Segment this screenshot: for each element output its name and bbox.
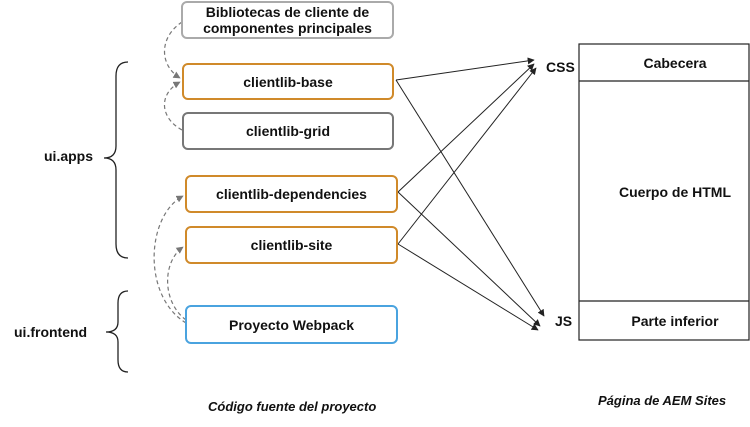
- source-code-caption: Código fuente del proyecto: [208, 399, 377, 414]
- webpack-project-label: Proyecto Webpack: [228, 316, 354, 333]
- brace-ui-apps: [103, 61, 129, 259]
- webpack-project-box: Proyecto Webpack: [185, 305, 398, 344]
- aem-sites-caption: Página de AEM Sites: [598, 393, 727, 408]
- clientlib-dependencies-label: clientlib-dependencies: [216, 186, 367, 202]
- arrow-base-to-css: [395, 57, 535, 81]
- component-libraries-label: Bibliotecas de cliente de componentes pr…: [203, 4, 372, 36]
- arrow-site-to-css: [397, 67, 537, 245]
- dep-arrow-grid-to-base: [163, 81, 183, 131]
- dep-arrow-components-to-base: [164, 21, 183, 79]
- dep-arrow-webpack-to-dependencies: [153, 195, 187, 324]
- clientlib-grid-box: clientlib-grid: [182, 112, 394, 150]
- aem-page-outline: [578, 43, 750, 341]
- arrow-base-to-js: [395, 79, 545, 317]
- arrow-dependencies-to-css: [397, 63, 535, 193]
- clientlib-site-label: clientlib-site: [250, 237, 333, 253]
- page-header-zone: Cabecera: [643, 55, 707, 71]
- page-body-zone: Cuerpo de HTML: [619, 183, 731, 200]
- js-target-label: JS: [555, 313, 573, 329]
- clientlib-dependencies-box: clientlib-dependencies: [185, 175, 398, 213]
- page-footer-zone: Parte inferior: [631, 313, 719, 329]
- clientlib-site-box: clientlib-site: [185, 226, 398, 264]
- dep-arrow-webpack-to-site: [167, 246, 187, 321]
- arrow-site-to-js: [397, 243, 539, 331]
- brace-ui-frontend: [105, 290, 129, 373]
- arrow-dependencies-to-js: [397, 191, 541, 327]
- ui-frontend-label: ui.frontend: [14, 324, 88, 340]
- clientlib-base-box: clientlib-base: [182, 63, 394, 100]
- clientlib-base-label: clientlib-base: [243, 73, 333, 90]
- clientlib-grid-label: clientlib-grid: [246, 123, 330, 139]
- ui-apps-label: ui.apps: [44, 148, 94, 164]
- css-target-label: CSS: [546, 59, 575, 75]
- component-libraries-box: Bibliotecas de cliente de componentes pr…: [181, 1, 394, 39]
